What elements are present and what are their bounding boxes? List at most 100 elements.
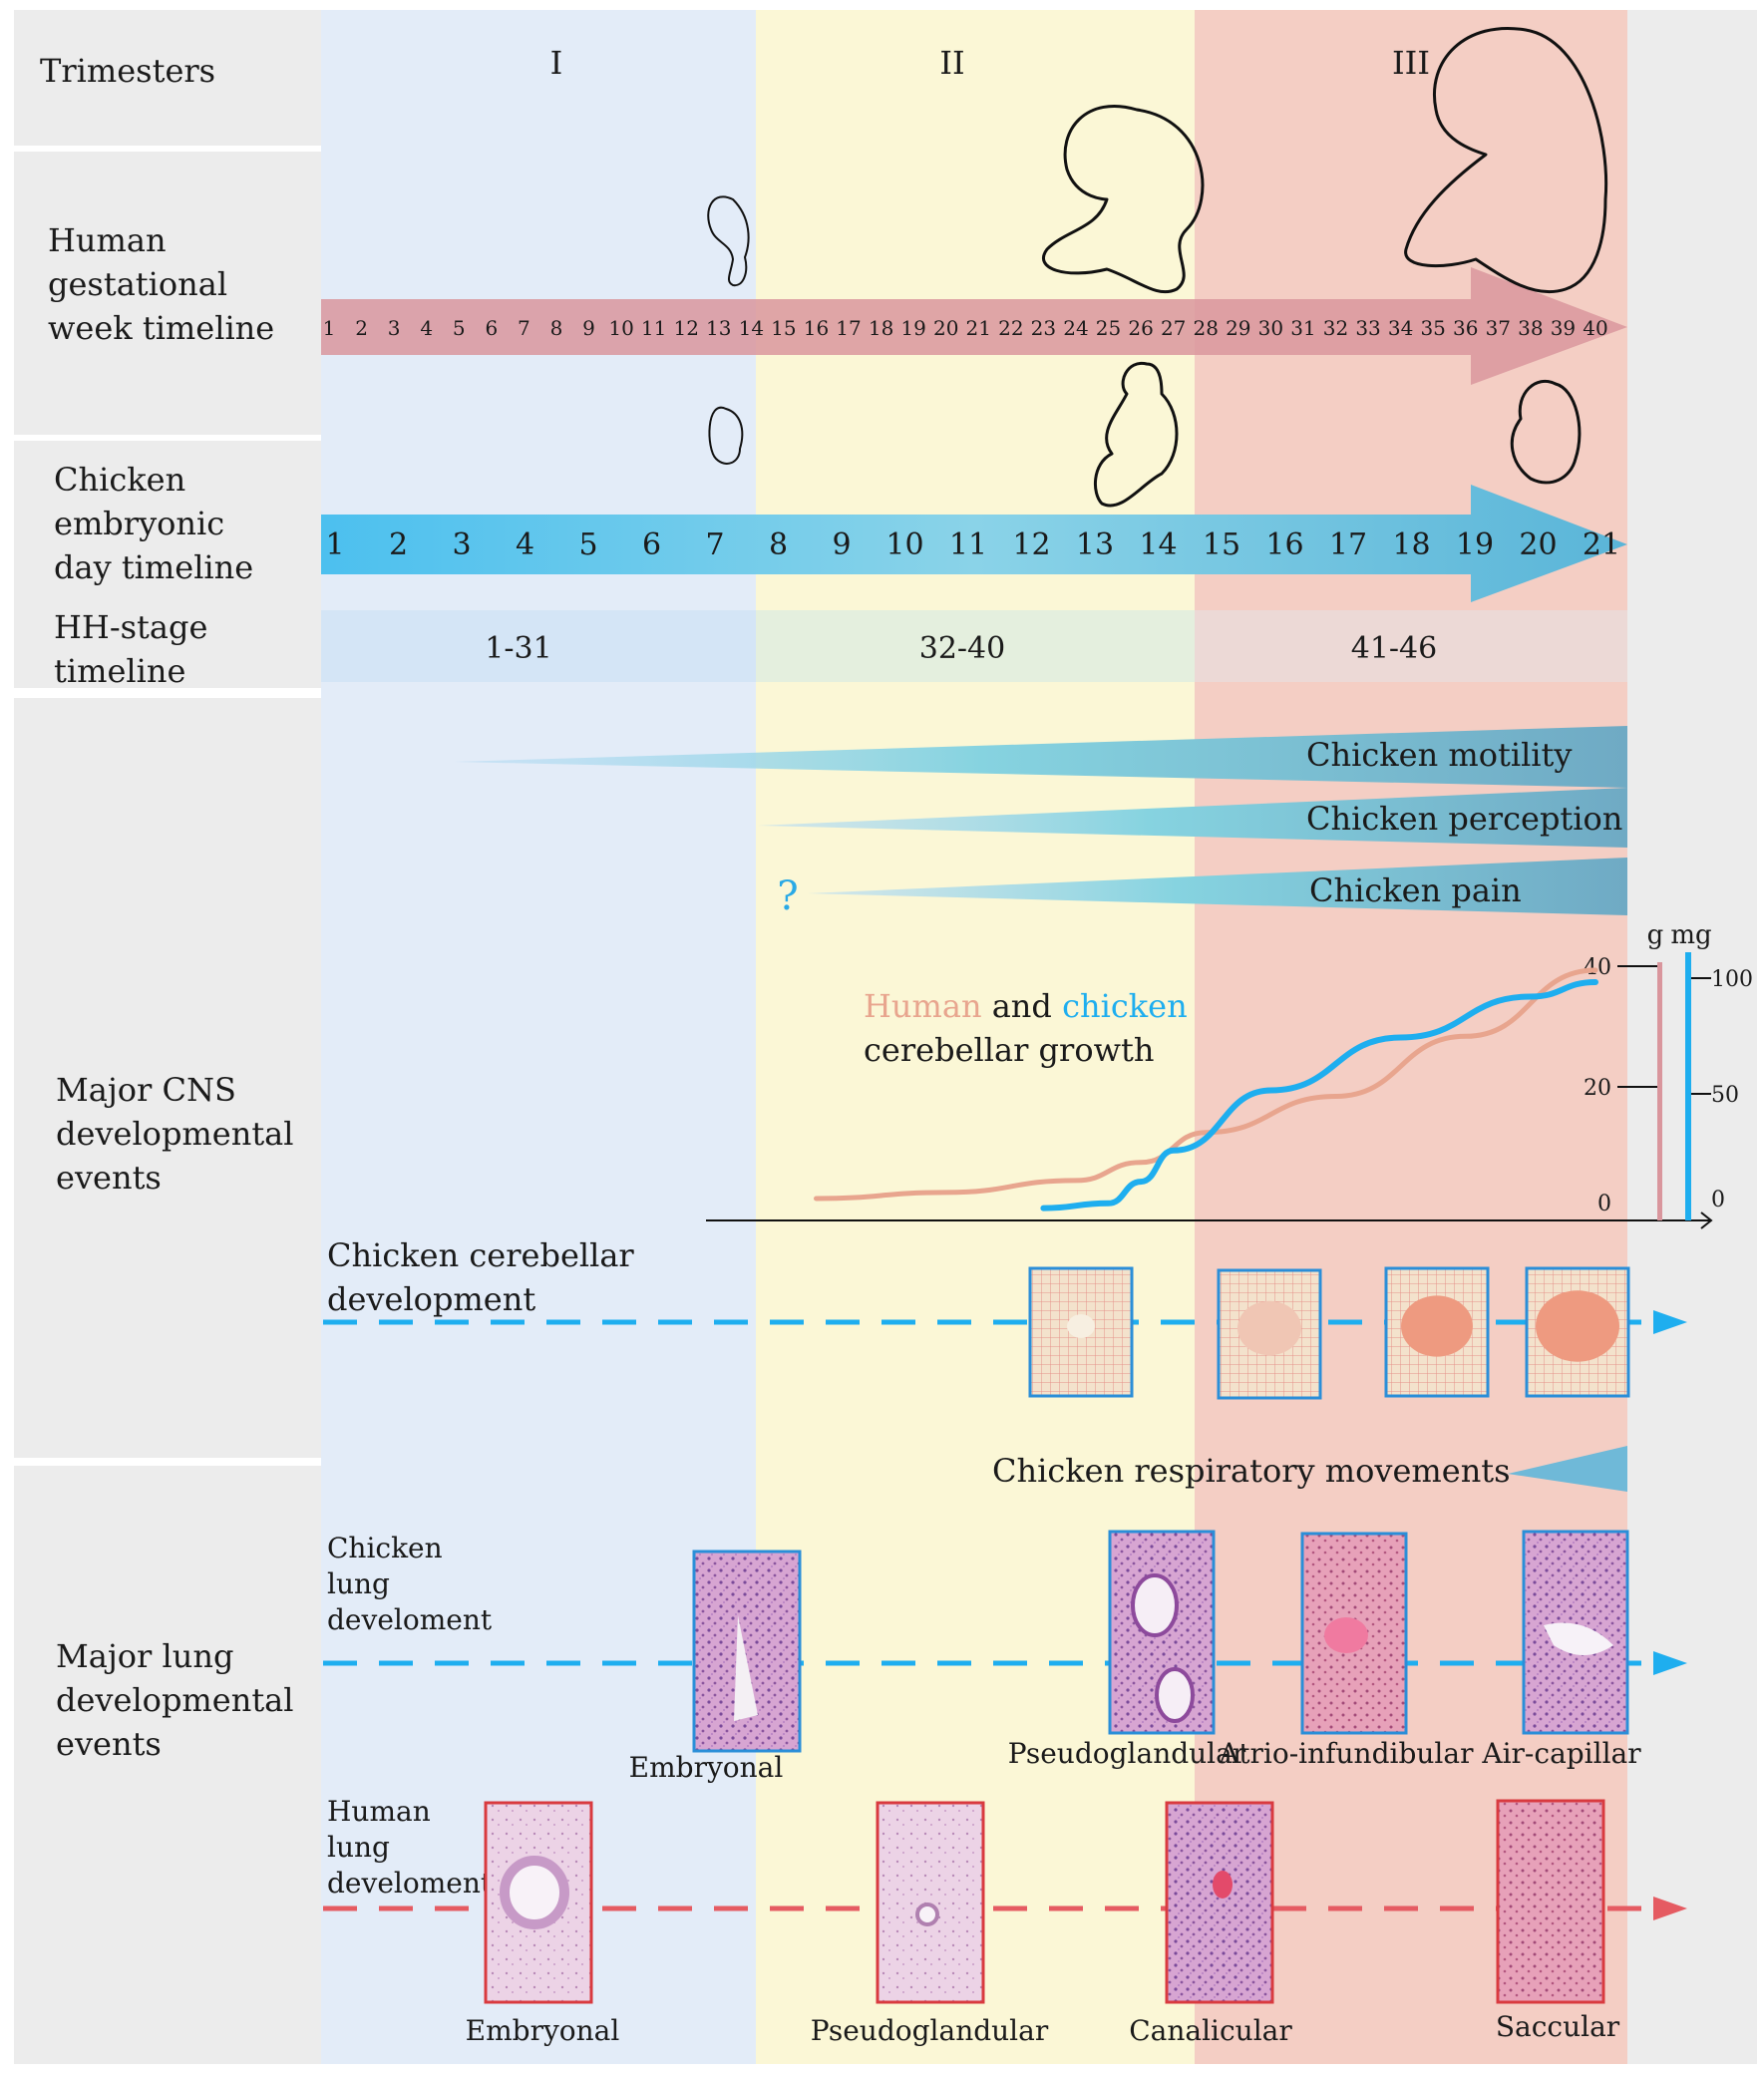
chicken-pseudoglandular-lumen-2 — [1155, 1667, 1195, 1723]
perception-wedge — [758, 788, 1627, 848]
human-week-tick-3: 3 — [388, 316, 401, 340]
growth-line-chicken — [1040, 979, 1598, 1211]
chicken-day-tick-9: 9 — [832, 527, 851, 562]
chart-title-chicken: chicken — [1062, 987, 1188, 1025]
chicken-lung-stage-2: Pseudoglandular — [1008, 1737, 1246, 1770]
human-week-tick-5: 5 — [453, 316, 466, 340]
chicken-day-tick-21: 21 — [1583, 527, 1620, 562]
perception-label: Chicken perception — [1306, 800, 1622, 838]
human-week-tick-28: 28 — [1194, 316, 1219, 340]
label-panel-2 — [14, 152, 321, 435]
trimester-numeral-1: I — [550, 44, 563, 82]
chicken-day-tick-8: 8 — [769, 527, 788, 562]
human-week-tick-18: 18 — [869, 316, 893, 340]
human-week-tick-12: 12 — [673, 316, 698, 340]
human-week-tick-30: 30 — [1258, 316, 1283, 340]
human-week-tick-16: 16 — [804, 316, 829, 340]
cerebellar-label-line-1: Chicken cerebellar — [327, 1236, 634, 1274]
chicken-embryonal-lumen — [734, 1615, 758, 1721]
motility-label: Chicken motility — [1306, 736, 1572, 774]
human-week-tick-29: 29 — [1226, 316, 1250, 340]
chicken-lung-arrowhead — [1653, 1651, 1687, 1675]
label-panel-4 — [14, 698, 321, 1458]
human-week-tick-2: 2 — [355, 316, 368, 340]
chicken-day-tick-12: 12 — [1012, 527, 1050, 562]
row-label-lung-events-line-2: developmental — [56, 1681, 293, 1719]
chicken-day-tick-2: 2 — [389, 527, 408, 562]
row-label-cns-events-line-2: developmental — [56, 1115, 293, 1153]
chicken-lung-label-line-2: lung — [327, 1567, 390, 1600]
chicken-day-tick-5: 5 — [578, 527, 597, 562]
human-pseudoglandular-lumen — [915, 1902, 939, 1926]
row-label-human-timeline-line-2: gestational — [48, 265, 227, 303]
chicken-lung-stage-4: Air-capillar — [1481, 1737, 1641, 1770]
chicken-day-tick-6: 6 — [642, 527, 661, 562]
lung-development-tracks: ChickenlungdevelomentHumanlungdeveloment… — [323, 1530, 1687, 2047]
human-week-tick-27: 27 — [1161, 316, 1186, 340]
pain-wedge — [808, 858, 1627, 915]
human-embryo-week-12-icon — [707, 195, 750, 287]
human-lung-stage-3: Canalicular — [1129, 2014, 1292, 2047]
chart-title-human: Human — [864, 987, 982, 1025]
label-panel-3 — [14, 441, 321, 688]
chicken-day-tick-1: 1 — [325, 527, 344, 562]
chicken-day-tick-7: 7 — [705, 527, 724, 562]
chicken-lung-histology-1 — [692, 1550, 802, 1753]
row-label-hh-timeline-line-2: timeline — [54, 652, 185, 690]
human-week-tick-38: 38 — [1518, 316, 1543, 340]
pain-label: Chicken pain — [1309, 871, 1522, 909]
human-lung-stage-1: Embryonal — [466, 2014, 620, 2047]
human-embryonal-lumen — [500, 1856, 569, 1929]
hh-stage-label-1: 1-31 — [485, 631, 551, 666]
human-fetus-week-38-icon — [1404, 27, 1608, 294]
human-week-tick-7: 7 — [518, 316, 530, 340]
human-week-tick-37: 37 — [1486, 316, 1511, 340]
chicken-day-arrow — [321, 485, 1627, 602]
row-label-cns-events-line-1: Major CNS — [56, 1071, 236, 1109]
chicken-day-tick-20: 20 — [1519, 527, 1557, 562]
pain-question-mark: ? — [777, 873, 798, 919]
human-week-tick-11: 11 — [641, 316, 666, 340]
human-week-tick-39: 39 — [1551, 316, 1576, 340]
motility-wedge — [454, 726, 1627, 788]
row-label-chicken-timeline-line-1: Chicken — [54, 461, 185, 499]
right-margin-band — [1627, 10, 1757, 2064]
g-tick-40: 40 — [1584, 955, 1611, 980]
cerebellum-specimen-4 — [1536, 1290, 1619, 1362]
chicken-day-tick-19: 19 — [1456, 527, 1494, 562]
g-unit-label: g — [1647, 920, 1664, 950]
cerebellum-specimen-2 — [1237, 1300, 1301, 1356]
human-week-tick-20: 20 — [933, 316, 958, 340]
human-week-tick-31: 31 — [1290, 316, 1315, 340]
human-week-tick-32: 32 — [1323, 316, 1348, 340]
chicken-day-tick-13: 13 — [1076, 527, 1114, 562]
human-week-tick-33: 33 — [1355, 316, 1380, 340]
human-week-tick-25: 25 — [1096, 316, 1121, 340]
row-label-human-timeline-line-1: Human — [48, 221, 167, 259]
human-lung-arrowhead — [1653, 1897, 1687, 1920]
human-g-axis — [1657, 962, 1662, 1220]
human-week-tick-17: 17 — [836, 316, 861, 340]
human-week-tick-13: 13 — [706, 316, 731, 340]
row-label-human-timeline-line-3: week timeline — [48, 309, 274, 347]
chicken-mg-axis — [1685, 952, 1691, 1220]
human-lung-label-line-1: Human — [327, 1795, 431, 1828]
human-week-tick-19: 19 — [900, 316, 925, 340]
human-lung-label-line-3: develoment — [327, 1867, 493, 1900]
chicken-pseudoglandular-lumen-1 — [1131, 1573, 1179, 1637]
chicken-day-tick-16: 16 — [1265, 527, 1303, 562]
cerebellum-specimen-3 — [1401, 1295, 1473, 1357]
row-label-chicken-timeline-line-2: embryonic — [54, 505, 224, 542]
hh-stage-bar-mid — [756, 610, 1195, 682]
human-week-tick-9: 9 — [582, 316, 595, 340]
human-week-tick-23: 23 — [1031, 316, 1056, 340]
chicken-day-tick-10: 10 — [885, 527, 923, 562]
human-lung-stage-4: Saccular — [1496, 2010, 1620, 2043]
hh-stage-label-3: 41-46 — [1351, 631, 1437, 666]
human-week-tick-24: 24 — [1063, 316, 1088, 340]
row-label-cns-events-line-3: events — [56, 1159, 162, 1197]
